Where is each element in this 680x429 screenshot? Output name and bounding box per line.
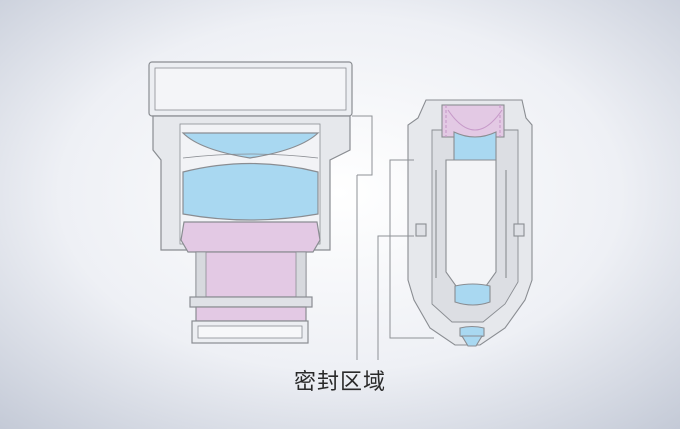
mount-ring [195,306,307,322]
small-lens-cross-section [407,99,533,347]
objective-side-screw-right [513,223,525,237]
mount-upper [180,221,321,253]
objective-front-lens [461,335,483,347]
objective-bore [445,159,497,287]
large-lens-cross-section [148,61,353,344]
objective-lens-top [453,131,497,161]
leader-line-right-inner [377,235,414,360]
lens-cap-inner [154,67,347,111]
mount-barrel [195,251,307,298]
objective-side-screw-left [415,223,427,237]
seal-leaders-left [352,115,373,360]
mount-barrel-edge-right [295,251,307,298]
seal-leaders-right [377,159,434,360]
objective-top-curve [447,109,503,131]
leader-line-cap [352,115,373,176]
lens-element-1 [181,132,320,159]
lens-element-2 [182,162,319,221]
leader-line-right-outer [389,159,434,339]
seal-area-caption: 密封区域 [293,370,386,395]
lens-element-interface [182,153,319,159]
mount-flange [189,296,313,308]
mount-barrel-edge-left [195,251,207,298]
mount-base-inner [197,325,303,339]
objective-lens-middle [454,283,491,306]
